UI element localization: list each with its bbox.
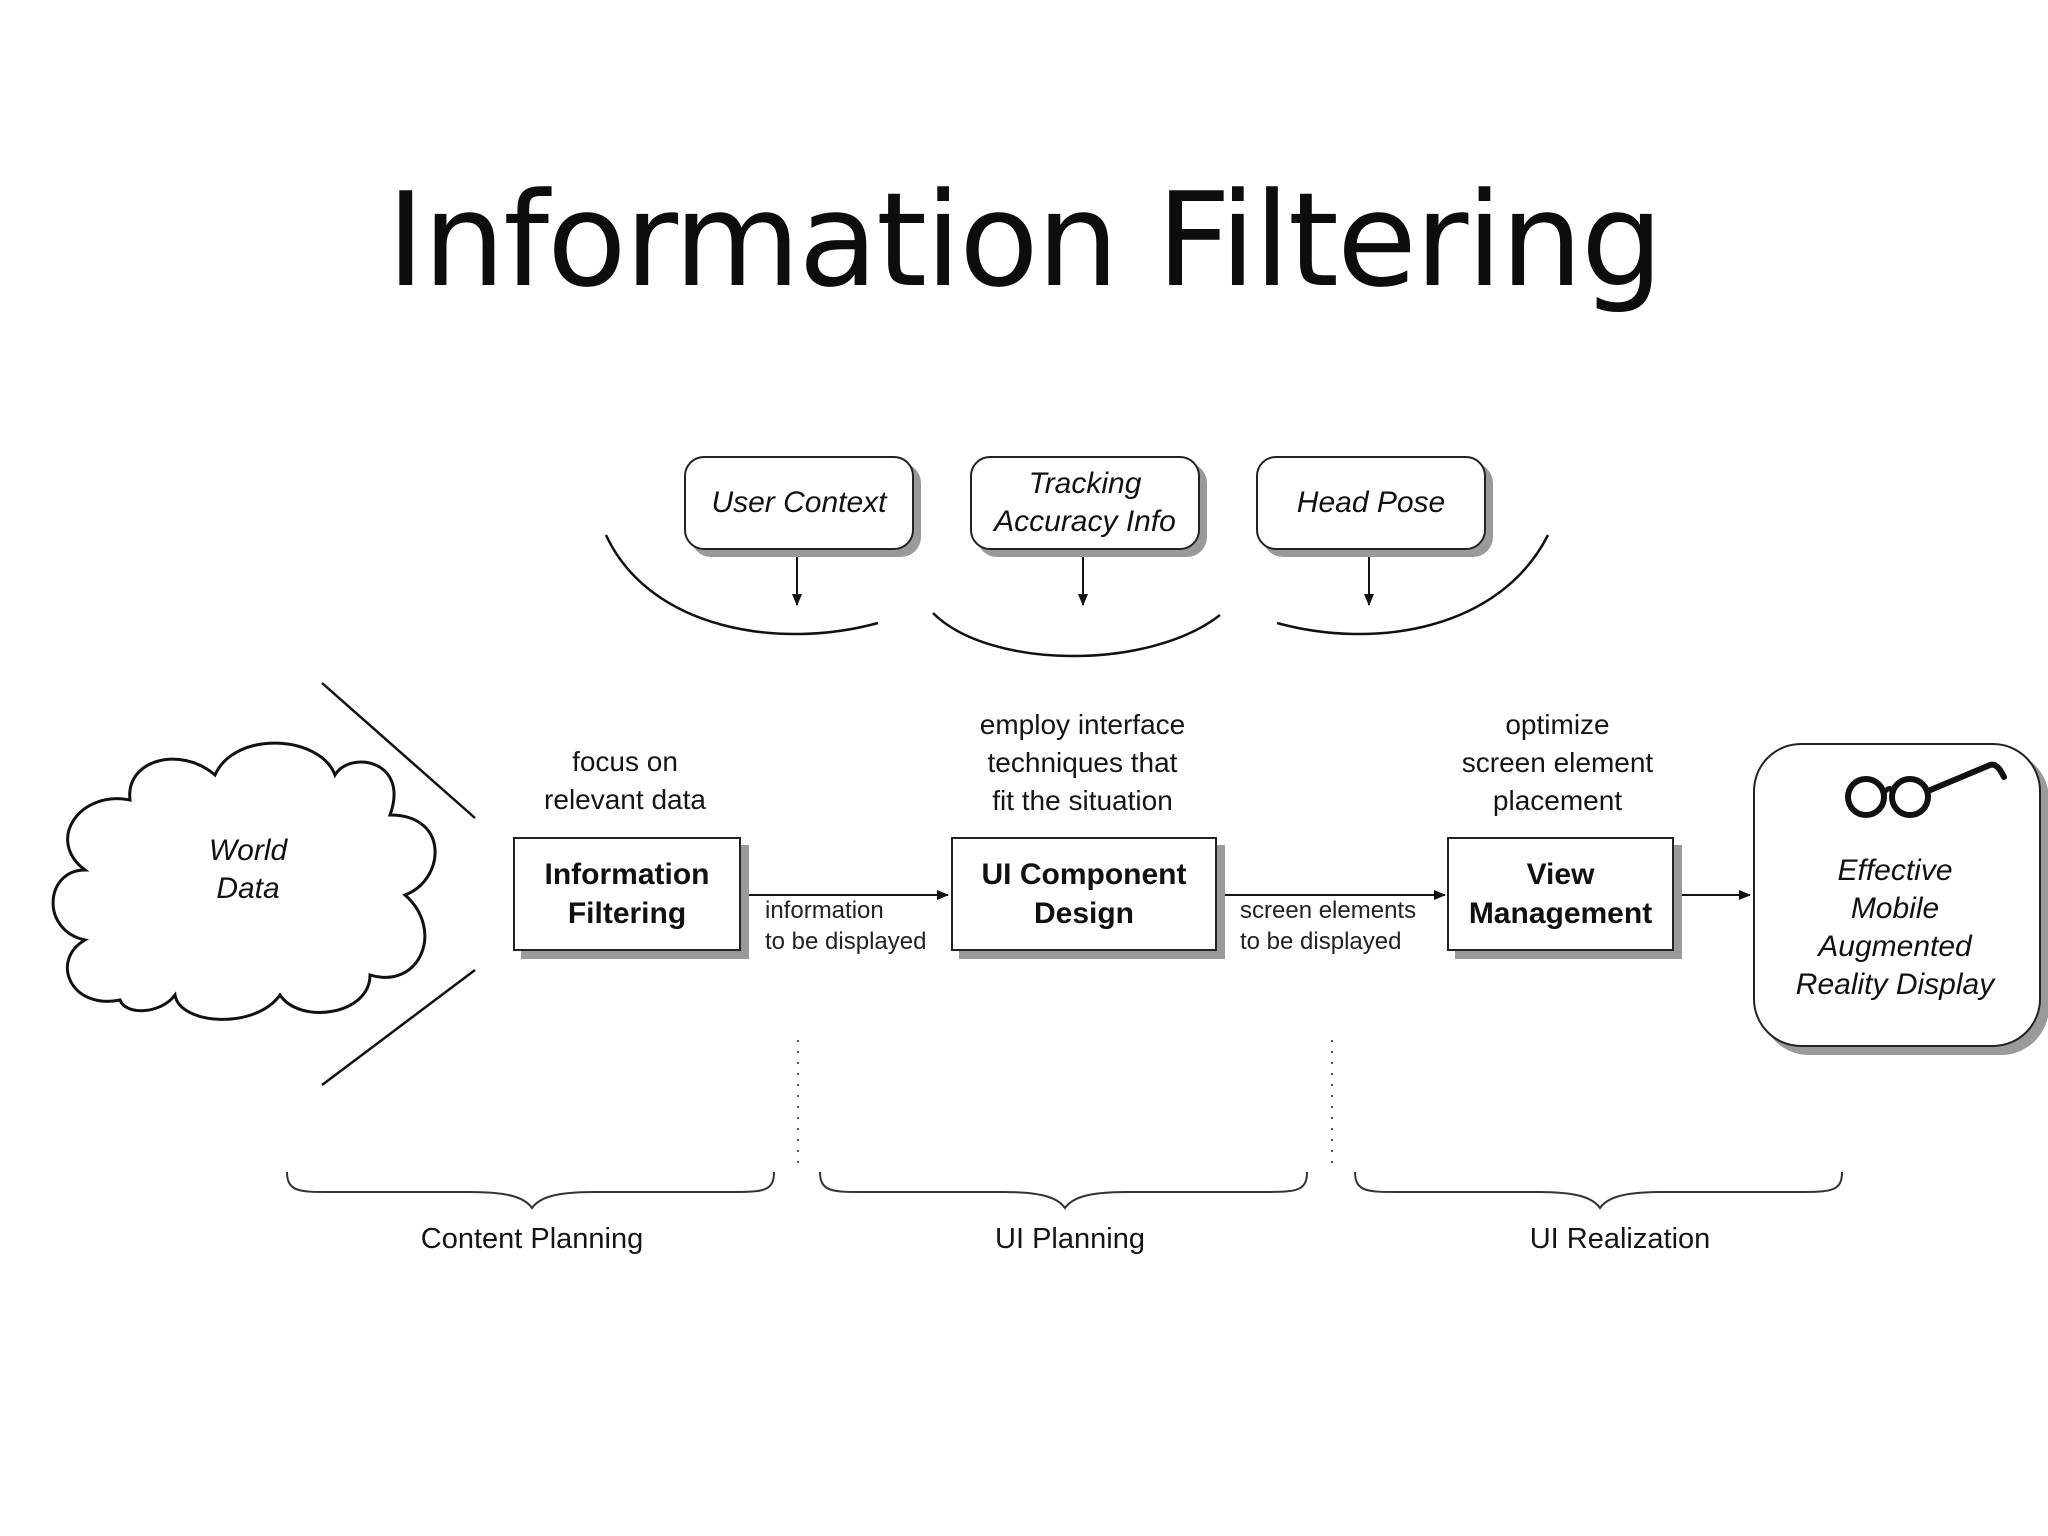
- phase-ui-realization: UI Realization: [1529, 1223, 1711, 1255]
- note-information-filtering: focus on relevant data: [544, 746, 706, 815]
- ui-component-design-box: UI Component Design: [951, 837, 1217, 951]
- glasses-icon: [1845, 761, 2007, 818]
- flow-label-information: information to be displayed: [765, 897, 927, 955]
- world-data-cloud: [51, 741, 437, 1021]
- tracking-accuracy-box: Tracking Accuracy Info: [970, 456, 1200, 550]
- user-context-box: User Context: [684, 456, 914, 550]
- brace-ui-planning: [819, 1171, 1308, 1210]
- funnel-curve-2: [932, 612, 1221, 658]
- funnel-curve-1: [604, 534, 879, 636]
- information-filtering-box: Information Filtering: [513, 837, 741, 951]
- funnel-curve-3: [1276, 534, 1550, 636]
- brace-ui-realization: [1354, 1171, 1843, 1210]
- phase-content-planning: Content Planning: [420, 1223, 644, 1255]
- head-pose-box: Head Pose: [1256, 456, 1486, 550]
- view-management-box: View Management: [1447, 837, 1674, 951]
- wedge-line-bottom: [321, 969, 476, 1086]
- ar-display-label: Effective Mobile Augmented Reality Displ…: [1795, 854, 1995, 1001]
- phase-ui-planning: UI Planning: [995, 1223, 1145, 1255]
- note-ui-component-design: employ interface techniques that fit the…: [979, 709, 1186, 816]
- brace-content-planning: [286, 1171, 775, 1210]
- note-view-management: optimize screen element placement: [1461, 709, 1654, 816]
- page-title: Information Filtering: [386, 164, 1664, 316]
- world-data-label: World Data: [208, 834, 288, 905]
- wedge-line-top: [321, 682, 476, 819]
- flow-label-screen-elements: screen elements to be displayed: [1240, 897, 1417, 955]
